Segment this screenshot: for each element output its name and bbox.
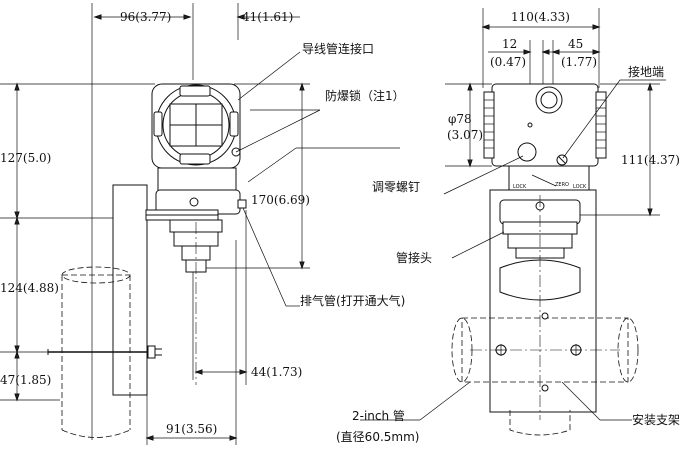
label-zero: ZERO <box>555 182 569 188</box>
dim-124: 124(4.88) <box>0 281 59 295</box>
side-view: 96(3.77) 41(1.61) 127(5.0) 124(4.88) 47(… <box>0 3 400 445</box>
dim-45: 45 <box>568 37 583 51</box>
dim-12-inch: (0.47) <box>490 55 526 69</box>
dim-170: 170(6.69) <box>251 193 310 207</box>
dim-47: 47(1.85) <box>0 373 51 387</box>
dim-41: 41(1.61) <box>242 10 293 24</box>
dim-12: 12 <box>502 37 517 51</box>
label-pipe-fitting: 管接头 <box>396 250 432 265</box>
dim-45-inch: (1.77) <box>561 55 597 69</box>
dim-91: 91(3.56) <box>166 422 217 436</box>
label-mounting-bracket: 安装支架 <box>632 412 680 427</box>
dim-44: 44(1.73) <box>251 365 302 379</box>
label-explosion-lock: 防爆锁（注1） <box>325 88 405 103</box>
dim-phi78: φ78 <box>448 112 472 126</box>
front-view: 110(4.33) 12 (0.47) 45 (1.77) φ78 (3.07) <box>360 8 680 436</box>
dim-111: 111(4.37) <box>621 153 680 167</box>
label-lock-left: LOCK <box>513 184 527 190</box>
label-conduit-connection: 导线管连接口 <box>302 41 374 56</box>
label-ground-terminal: 接地端 <box>628 64 664 79</box>
dim-110: 110(4.33) <box>511 10 570 24</box>
label-pipe-diameter: (直径60.5mm) <box>336 430 419 444</box>
dim-127: 127(5.0) <box>0 151 51 165</box>
label-pipe-size: 2-inch 管 <box>352 408 405 423</box>
label-vent-tube: 排气管(打开通大气) <box>300 293 405 308</box>
dim-96: 96(3.77) <box>120 10 171 24</box>
label-zero-adjust-screw: 调零螺钉 <box>372 180 420 194</box>
dim-phi78-inch: (3.07) <box>447 128 483 142</box>
label-lock-right: LOCK <box>573 184 587 190</box>
